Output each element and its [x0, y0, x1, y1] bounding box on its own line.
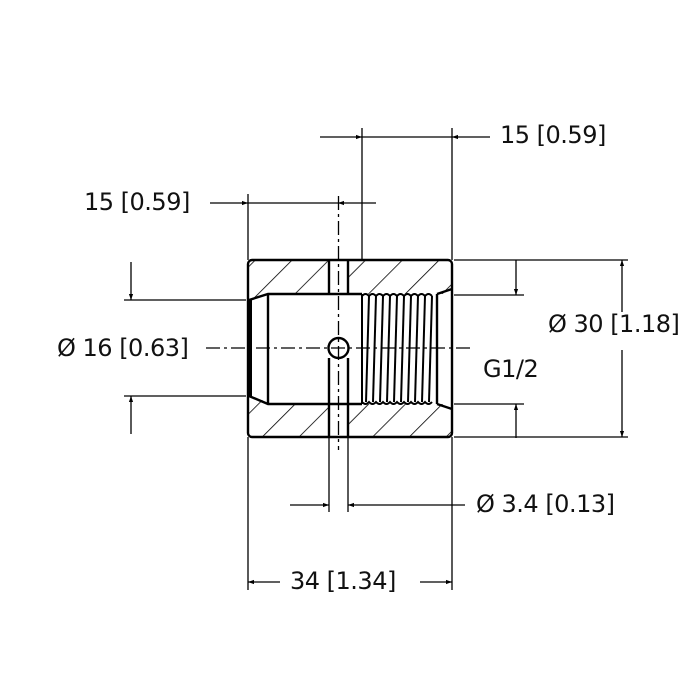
- dim-thread: G1/2: [483, 355, 539, 383]
- dim-bore-diameter: Ø 16 [0.63]: [57, 334, 189, 362]
- dim-cross-hole-diameter: Ø 3.4 [0.13]: [476, 490, 615, 518]
- thread-lines: [361, 293, 433, 405]
- dimension-lines: [124, 128, 628, 590]
- section-hatch: [248, 260, 452, 437]
- body-outline: [246, 258, 454, 439]
- center-lines: [206, 196, 470, 450]
- dim-overall-length: 34 [1.34]: [290, 567, 396, 595]
- dim-top-left-width: 15 [0.59]: [84, 188, 190, 216]
- dim-outer-diameter: Ø 30 [1.18]: [548, 310, 680, 338]
- dim-top-right-width: 15 [0.59]: [500, 121, 606, 149]
